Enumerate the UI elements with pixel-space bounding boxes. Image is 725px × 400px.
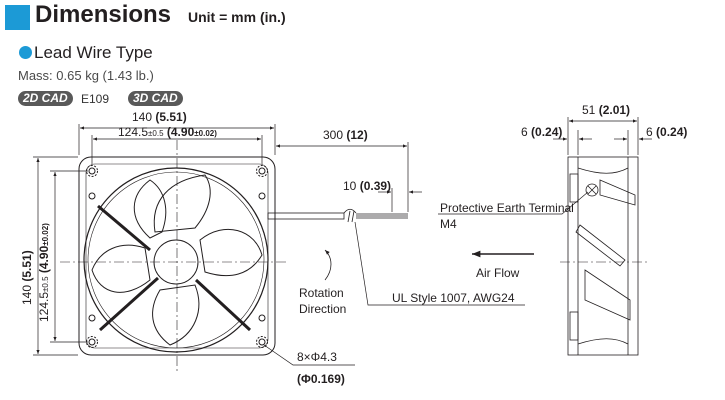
mass-text: Mass: 0.65 kg (1.43 lb.) [18,68,154,83]
hole-spec-leader [263,344,355,366]
cad-2d-badge[interactable]: 2D CAD [18,91,73,106]
wire-spec-leader [354,221,525,306]
height-pitch-label: 124.5±0.5 (4.90±0.02) [37,223,51,322]
pe-terminal-leader [438,191,589,215]
height-dimension [33,156,88,356]
pe-terminal-label-1: Protective Earth Terminal [440,201,574,215]
spoke [194,278,252,332]
title-marker [5,5,30,30]
cad-2d-code: E109 [81,92,110,106]
side-frame-outline [567,156,639,356]
width-dimension [78,124,422,212]
flange-right-label: 6 (0.24) [646,125,687,139]
earth-terminal-icon [585,183,599,197]
fan-side-view [560,156,648,356]
cad-3d-badge[interactable]: 3D CAD [128,91,183,106]
strip-length-label: 10 (0.39) [343,179,391,193]
height-mm-label: 140 (5.51) [20,250,34,305]
flange-left-label: 6 (0.24) [521,125,562,139]
spoke [98,276,160,332]
hole-spec-label: 8×Φ4.3 [297,350,337,364]
rotation-label-2: Direction [299,302,346,316]
pe-terminal-label-2: M4 [440,217,457,231]
lead-length-label: 300 (12) [323,128,368,142]
rotation-arrow-icon [324,249,332,281]
spoke [97,204,151,252]
lead-wire [267,208,408,223]
side-wire [575,224,626,267]
width-mm-label: 140 (5.51) [132,110,187,124]
depth-dimension [553,117,652,155]
page-title: Dimensions [35,1,172,28]
fan-front-view [60,140,288,372]
pitch-mm-label: 124.5±0.5 (4.90±0.02) [118,125,217,139]
wire-spec-label: UL Style 1007, AWG24 [392,291,515,305]
depth-label: 51 (2.01) [582,103,630,117]
fan-frame-outline [78,156,276,356]
hole-spec-in-label: (Φ0.169) [297,372,345,386]
mounting-holes [86,165,268,348]
bullet-dot [19,46,32,59]
section-title: Lead Wire Type [34,43,153,62]
air-flow-label: Air Flow [476,266,520,280]
unit-note: Unit = mm (in.) [188,9,286,25]
rotation-label-1: Rotation [299,286,344,300]
fan-venturi [83,167,269,353]
